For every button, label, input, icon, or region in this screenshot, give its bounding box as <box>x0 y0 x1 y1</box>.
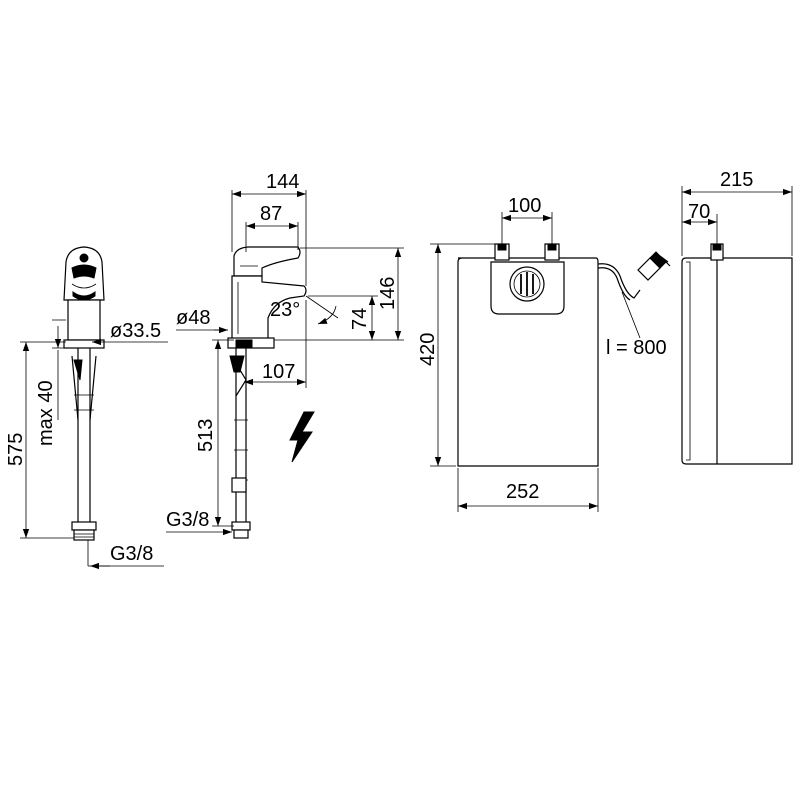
dim-width-lever: 87 <box>260 203 282 225</box>
dim-cable-length: l = 800 <box>606 337 667 359</box>
dim-side-thread: G3/8 <box>166 509 209 531</box>
dimension-lines <box>20 186 793 570</box>
dim-spout-reach: 107 <box>262 361 295 383</box>
dim-heater-width: 252 <box>506 481 539 503</box>
tap-side-view <box>227 246 307 539</box>
dim-height-spout: 74 <box>349 308 371 330</box>
power-plug-icon <box>637 251 671 281</box>
dim-heater-height: 420 <box>417 333 439 366</box>
tap-front-view <box>63 246 105 541</box>
lightning-bolt-icon <box>289 411 315 463</box>
dim-height-total: 146 <box>377 277 399 310</box>
dim-angle: 23° <box>270 299 300 321</box>
dim-side-hose-length: 513 <box>195 419 217 452</box>
dim-connection-offset: 70 <box>688 201 710 223</box>
water-heater-front-view <box>457 243 641 467</box>
dim-max-thickness: max 40 <box>35 380 57 446</box>
dim-tap-hose-length: 575 <box>5 433 27 466</box>
dim-pipe-diameter: ø33.5 <box>110 320 161 342</box>
dim-front-thread: G3/8 <box>110 543 153 565</box>
dimension-labels: 575 max 40 ø33.5 G3/8 144 87 ø48 23° 74 … <box>5 169 753 565</box>
dim-base-diameter: ø48 <box>176 307 210 329</box>
water-heater-side-view <box>681 243 793 465</box>
dim-width-total: 144 <box>266 171 299 193</box>
dim-connection-spacing: 100 <box>508 195 541 217</box>
dim-heater-depth: 215 <box>720 169 753 191</box>
